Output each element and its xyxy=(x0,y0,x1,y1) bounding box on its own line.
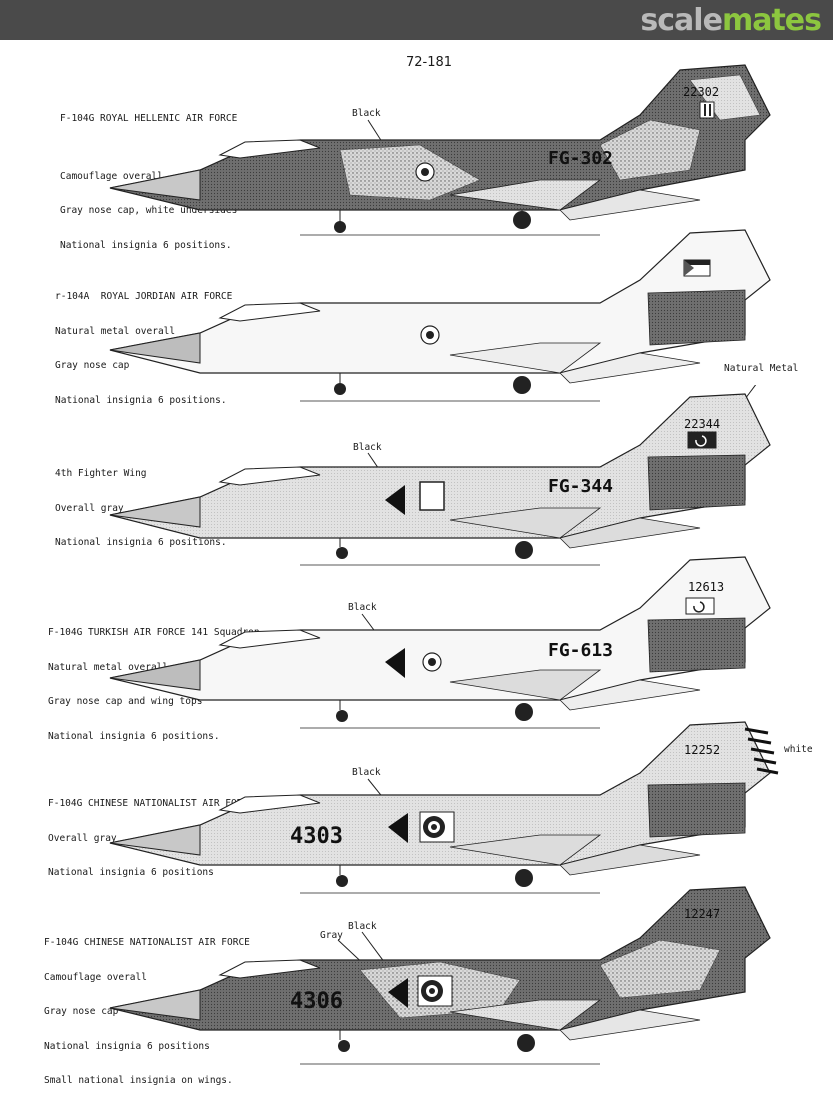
aircraft-3-fuselage-code: FG-344 xyxy=(548,476,613,497)
logo-part-1: scale xyxy=(640,3,723,38)
aircraft-6-title: F-104G CHINESE NATIONALIST AIR FORCE xyxy=(44,937,250,948)
aircraft-3-profile: FG-344 22344 xyxy=(109,385,771,566)
aircraft-6-tail-number: 12247 xyxy=(684,907,720,921)
aircraft-3-title: 4th Fighter Wing xyxy=(55,468,147,479)
aircraft-4-note-line: Gray nose cap and wing tops xyxy=(48,696,203,707)
aircraft-4-callout-black: Black xyxy=(348,602,377,613)
aircraft-4-notes: F-104G TURKISH AIR FORCE 141 Squadron Na… xyxy=(48,604,260,754)
aircraft-6-profile: 4306 12247 xyxy=(109,886,771,1065)
aircraft-4-note-line: Natural metal overall xyxy=(48,661,169,673)
aircraft-6-callout-black: Black xyxy=(348,921,377,932)
aircraft-5-callout-white: white xyxy=(784,744,813,755)
aircraft-1-note-line: National insignia 6 positions. xyxy=(60,239,232,251)
logo-part-2: mates xyxy=(721,3,822,38)
aircraft-1-title: F-104G ROYAL HELLENIC AIR FORCE xyxy=(60,113,238,124)
aircraft-1-note-line: Camouflage overall xyxy=(60,170,163,182)
aircraft-2-notes: r-104A ROYAL JORDIAN AIR FORCE Natural m… xyxy=(55,268,232,418)
aircraft-2-note-line: National insignia 6 positions. xyxy=(55,394,227,406)
aircraft-6-note-line: National insignia 6 positions xyxy=(44,1040,210,1052)
aircraft-5-note-line: Overall gray xyxy=(48,832,117,844)
aircraft-6-note-line: Gray nose cap xyxy=(44,1006,119,1017)
aircraft-6-callout-gray: Gray xyxy=(320,930,343,941)
aircraft-3-callout-black: Black xyxy=(353,442,382,453)
aircraft-4-note-line: National insignia 6 positions. xyxy=(48,730,220,742)
aircraft-5-callout-black: Black xyxy=(352,767,381,778)
header-bar: scalemates xyxy=(0,0,833,40)
aircraft-4-tail-number: 12613 xyxy=(688,580,724,594)
scalemates-logo[interactable]: scalemates xyxy=(640,3,822,38)
aircraft-3-note-line: National insignia 6 positions. xyxy=(55,537,227,548)
aircraft-1-fuselage-code: FG-302 xyxy=(548,148,613,169)
aircraft-3-callout-natural-metal: Natural Metal xyxy=(724,363,799,374)
aircraft-6-note-line: Camouflage overall xyxy=(44,971,147,983)
aircraft-1-profile: FG-302 22302 xyxy=(109,64,771,236)
aircraft-4-fuselage-code: FG-613 xyxy=(548,640,613,661)
aircraft-2-note-line: Natural metal overall xyxy=(55,325,176,337)
aircraft-2-title: r-104A ROYAL JORDIAN AIR FORCE xyxy=(55,291,233,302)
aircraft-3-notes: 4th Fighter Wing Overall gray National i… xyxy=(55,445,227,560)
aircraft-5-profile: 4303 12252 xyxy=(109,721,779,894)
aircraft-5-tail-number: 12252 xyxy=(684,743,720,757)
aircraft-2-profile xyxy=(109,229,771,402)
aircraft-3-tail-number: 22344 xyxy=(684,417,720,431)
aircraft-5-fuselage-code: 4303 xyxy=(290,824,343,849)
aircraft-3-note-line: Overall gray xyxy=(55,502,124,514)
aircraft-4-title: F-104G TURKISH AIR FORCE 141 Squadron xyxy=(48,627,260,638)
aircraft-1-tail-number: 22302 xyxy=(683,85,719,99)
aircraft-5-note-line: National insignia 6 positions xyxy=(48,867,214,878)
page-number: 72-181 xyxy=(406,55,453,70)
aircraft-4-profile: FG-613 12613 xyxy=(109,556,771,729)
aircraft-6-fuselage-code: 4306 xyxy=(290,989,343,1014)
aircraft-2-note-line: Gray nose cap xyxy=(55,360,130,371)
aircraft-1-callout-black: Black xyxy=(352,108,381,119)
aircraft-6-note-line: Small national insignia on wings. xyxy=(44,1075,233,1086)
